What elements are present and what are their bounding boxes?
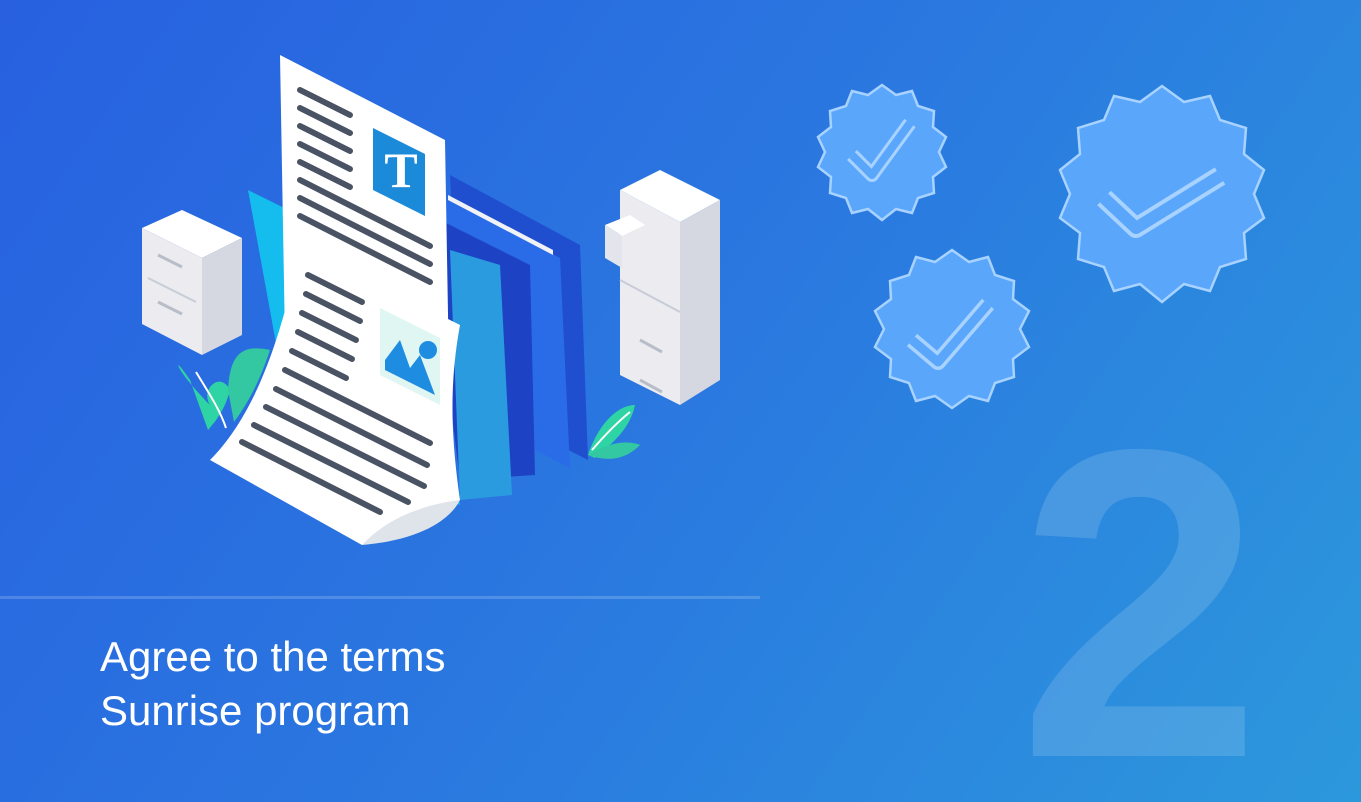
caption-line-1: Agree to the terms <box>100 633 446 680</box>
section-divider <box>0 596 760 599</box>
verification-badges <box>816 83 1266 410</box>
check-badge-icon <box>1058 84 1266 304</box>
right-filing-cabinet-icon <box>605 170 720 405</box>
plant-icon <box>588 405 640 459</box>
caption-line-2: Sunrise program <box>100 687 411 734</box>
step-number: 2 <box>1017 359 1263 802</box>
document-letter: T <box>384 142 417 198</box>
left-filing-cabinet-icon <box>142 210 242 355</box>
plant-icon <box>178 348 270 430</box>
check-badge-icon <box>816 83 948 222</box>
document-illustration: T <box>142 55 720 545</box>
check-badge-icon <box>873 248 1031 410</box>
step-caption: Agree to the terms Sunrise program <box>100 630 446 738</box>
curled-document-icon <box>210 245 460 545</box>
